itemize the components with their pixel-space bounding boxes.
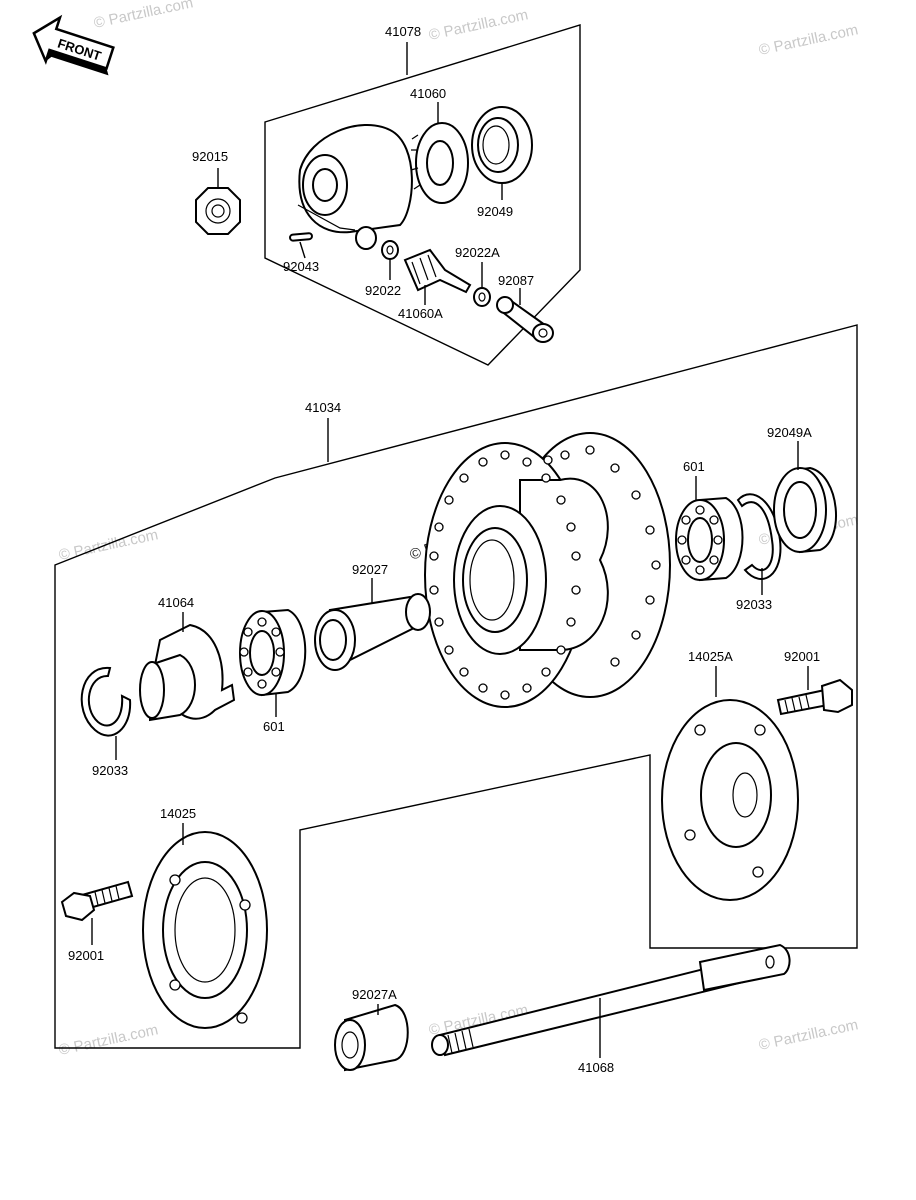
bolt-92001-right [776,678,853,716]
label-92001-left: 92001 [68,948,104,963]
label-92033-right: 92033 [736,597,772,612]
bearing-balls-right [677,505,723,575]
circlip-92033-left [80,666,132,737]
label-92049A: 92049A [767,425,812,440]
seal-92049 [471,106,533,184]
pinion-41060A [403,248,472,294]
watermark-3: © Partzilla.com [757,21,859,59]
label-92027: 92027 [352,562,388,577]
watermark-6: © Partzilla.com [57,1021,159,1059]
label-601-right: 601 [683,459,705,474]
label-41060: 41060 [410,86,446,101]
label-92033-left: 92033 [92,763,128,778]
plate-14025A [661,699,799,901]
label-92049: 92049 [477,204,513,219]
watermark-1: © Partzilla.com [92,0,194,32]
axle-41068 [431,943,791,1057]
label-41034: 41034 [305,400,341,415]
spacer-92027 [314,593,431,671]
label-92027A: 92027A [352,987,397,1002]
label-92087: 92087 [498,273,534,288]
hub-outline [54,324,858,1049]
label-41060A: 41060A [398,306,443,321]
label-14025: 14025 [160,806,196,821]
label-41078: 41078 [385,24,421,39]
label-92015: 92015 [192,149,228,164]
gear-41060 [410,122,469,204]
retainer-41064 [139,623,236,722]
label-41068: 41068 [578,1060,614,1075]
bearing-601-left [239,608,307,697]
watermark-2: © Partzilla.com [427,6,529,44]
part-labels: 41078 41060 92015 92049 92043 92022A 920… [68,24,820,1075]
bearing-balls-left [239,617,285,689]
washer-92022 [381,240,399,260]
label-92022A: 92022A [455,245,500,260]
hub-bolt-holes [429,445,661,700]
label-14025A: 14025A [688,649,733,664]
label-41064: 41064 [158,595,194,610]
bolt-92001-left [60,880,134,922]
gear-housing [297,124,413,250]
watermark-8: © Partzilla.com [757,1016,859,1054]
wheel-hub [424,432,671,708]
label-92022: 92022 [365,283,401,298]
bushing-92087 [496,296,554,343]
pin-92043 [289,232,313,242]
nut-92015 [195,187,241,235]
circlip-92033-right [736,493,782,580]
seal-92049A [773,466,837,554]
bearing-601-right [675,496,744,582]
leader-92043 [299,241,306,259]
plate-14025 [142,831,268,1029]
label-92001-right: 92001 [784,649,820,664]
washer-92022A [473,287,491,307]
label-92043: 92043 [283,259,319,274]
collar-92027A [334,1003,409,1072]
label-601-left: 601 [263,719,285,734]
